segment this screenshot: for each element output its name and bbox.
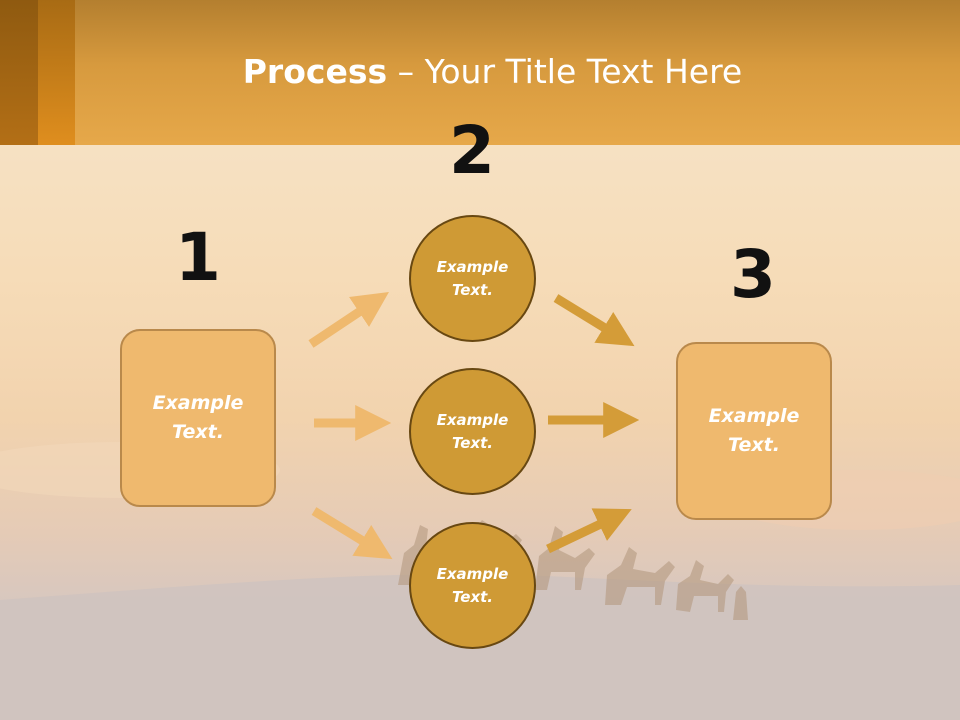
slide-title[interactable]: Process – Your Title Text Here [0, 52, 960, 91]
circle-bottom-text-line-2: Text. [451, 587, 493, 606]
header-accent-light [38, 0, 75, 145]
title-separator: – [387, 52, 425, 91]
circle-top-text-line-2: Text. [451, 280, 493, 299]
circle-middle-text-line-1: Example [436, 410, 509, 429]
title-main-part: Your Title Text Here [424, 52, 743, 91]
arrow-box1-to-circle-top [308, 292, 389, 348]
arrow-circle-top-to-box3 [553, 294, 635, 347]
step-1-text-line-1: Example [152, 392, 244, 414]
circle-bottom-text-line-1: Example [436, 564, 509, 583]
title-bar [0, 0, 960, 145]
step-number-3: 3 [730, 236, 776, 313]
step-number-1: 1 [175, 219, 221, 296]
circle-top-text-line-1: Example [436, 257, 509, 276]
arrow-box1-to-circle-bottom [311, 507, 393, 560]
step-3-text-line-1: Example [708, 405, 800, 427]
step-3-text-line-2: Text. [728, 434, 780, 456]
step-1-text-line-2: Text. [172, 421, 224, 443]
circle-middle-text-line-2: Text. [451, 433, 493, 452]
title-bold-part: Process [242, 52, 388, 91]
arrow-circle-bottom-to-box3 [546, 508, 632, 554]
header-accent-dark [0, 0, 38, 145]
step-number-2: 2 [449, 112, 495, 189]
